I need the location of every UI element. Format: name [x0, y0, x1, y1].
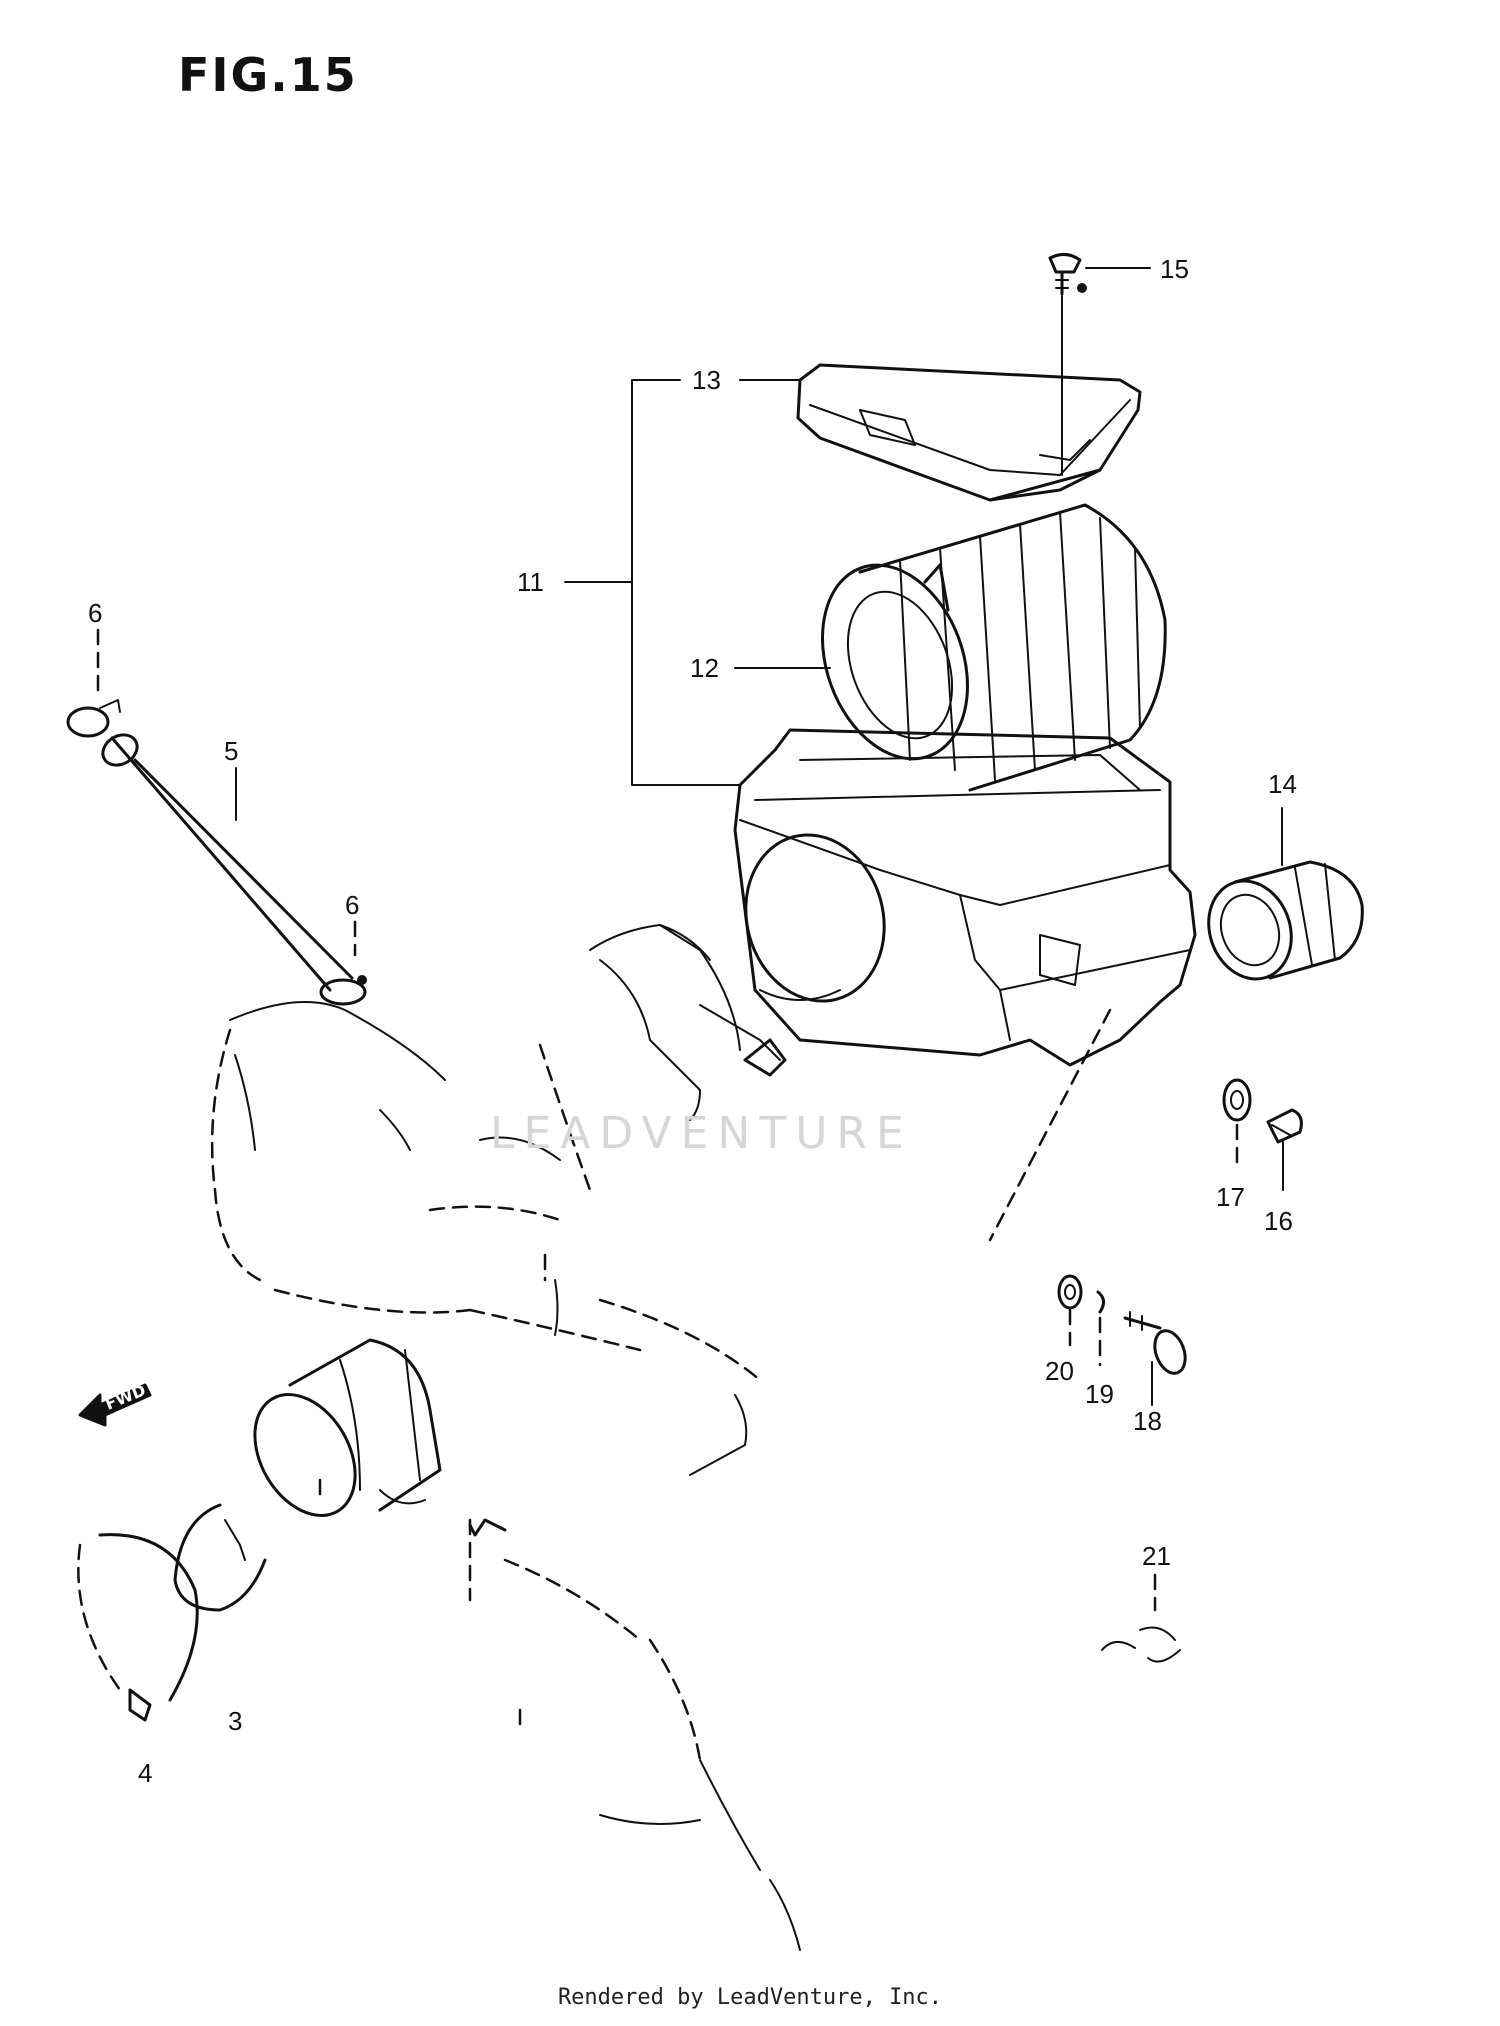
callout-5: 5 [224, 736, 238, 766]
callout-3: 3 [228, 1706, 242, 1736]
hose-clamp-3-icon [173, 1503, 267, 1612]
bolt-18-icon [1123, 1311, 1187, 1375]
footer-credit: Rendered by LeadVenture, Inc. [557, 1985, 943, 2010]
frame-tube [318, 1478, 801, 1951]
callout-19: 19 [1085, 1379, 1114, 1409]
hose-clamp-4-icon [77, 1533, 199, 1722]
callout-15: 15 [1160, 254, 1189, 284]
fwd-label: FWD [102, 1380, 148, 1413]
frame-outline [210, 924, 787, 1476]
air-cleaner-case-11 [733, 728, 1197, 1067]
air-cleaner-cover-13 [796, 363, 1142, 502]
screw-15-icon [1048, 253, 1087, 296]
callout-18: 18 [1133, 1406, 1162, 1436]
clip-21-icon [1101, 1626, 1181, 1663]
forward-arrow-icon [78, 1383, 152, 1427]
intake-boot-14 [1207, 860, 1364, 981]
callout-13: 13 [692, 365, 721, 395]
callout-6-upper: 6 [88, 598, 102, 628]
callout-17: 17 [1216, 1182, 1245, 1212]
watermark: LEADVENTURE [490, 1108, 913, 1159]
callout-12: 12 [690, 653, 719, 683]
hose-5 [101, 733, 354, 992]
callout-6-lower: 6 [345, 890, 359, 920]
clamp-6-lower-icon [319, 975, 367, 1006]
bracket-11 [631, 379, 741, 786]
pointer-dashed [988, 1008, 1112, 1242]
callout-4: 4 [138, 1758, 152, 1788]
figure-title: FIG.15 [178, 48, 358, 102]
intake-tube-3 [253, 1338, 442, 1517]
callout-14: 14 [1268, 769, 1297, 799]
washer-17-icon [1222, 1078, 1252, 1122]
callout-16: 16 [1264, 1206, 1293, 1236]
screw-16-icon [1266, 1108, 1303, 1144]
callout-20: 20 [1045, 1356, 1074, 1386]
callout-11: 11 [517, 567, 544, 597]
callout-21: 21 [1142, 1541, 1171, 1571]
lock-washer-19-icon [1096, 1290, 1105, 1314]
clamp-6-upper-icon [66, 699, 121, 738]
air-filter-element-12 [821, 503, 1167, 792]
washer-20-icon [1057, 1274, 1083, 1310]
